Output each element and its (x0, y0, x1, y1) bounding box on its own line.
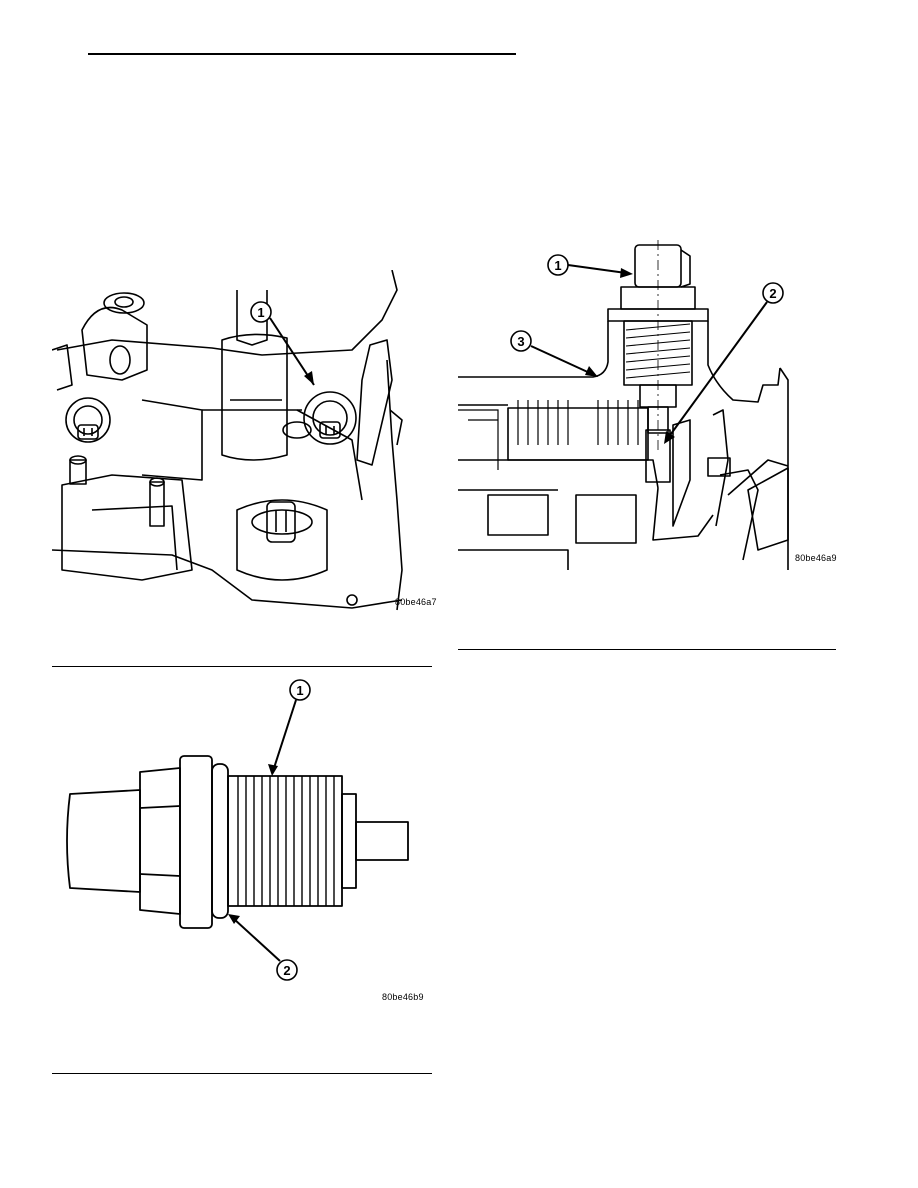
callout-2: 2 (228, 914, 298, 981)
svg-text:2: 2 (283, 963, 290, 978)
callout-1: 1 (547, 254, 633, 278)
figure-sensor-location: 1 80be46a7 (52, 270, 442, 615)
callout-1: 1 (250, 301, 315, 386)
svg-text:1: 1 (257, 305, 264, 320)
figure-divider (52, 1073, 432, 1074)
sensor-part-illustration: 1 2 (66, 679, 409, 981)
svg-text:2: 2 (769, 286, 776, 301)
sensor-section-illustration: 1 2 3 (458, 240, 789, 570)
figure-code: 80be46a9 (795, 553, 837, 563)
header-rule (88, 53, 516, 55)
figure-code: 80be46b9 (382, 992, 424, 1002)
svg-text:3: 3 (517, 334, 524, 349)
figure-divider (52, 666, 432, 667)
callout-3: 3 (510, 330, 598, 377)
svg-text:1: 1 (554, 258, 561, 273)
callout-1: 1 (268, 679, 311, 776)
callout-2: 2 (664, 282, 784, 444)
figure-divider (458, 649, 836, 650)
figure-sensor-section: 1 2 3 80be46a9 (458, 240, 838, 570)
figure-sensor-part: 1 2 80be46b9 (52, 676, 442, 1006)
sensor-location-illustration: 1 (52, 270, 403, 611)
figure-code: 80be46a7 (395, 597, 437, 607)
svg-text:1: 1 (296, 683, 303, 698)
